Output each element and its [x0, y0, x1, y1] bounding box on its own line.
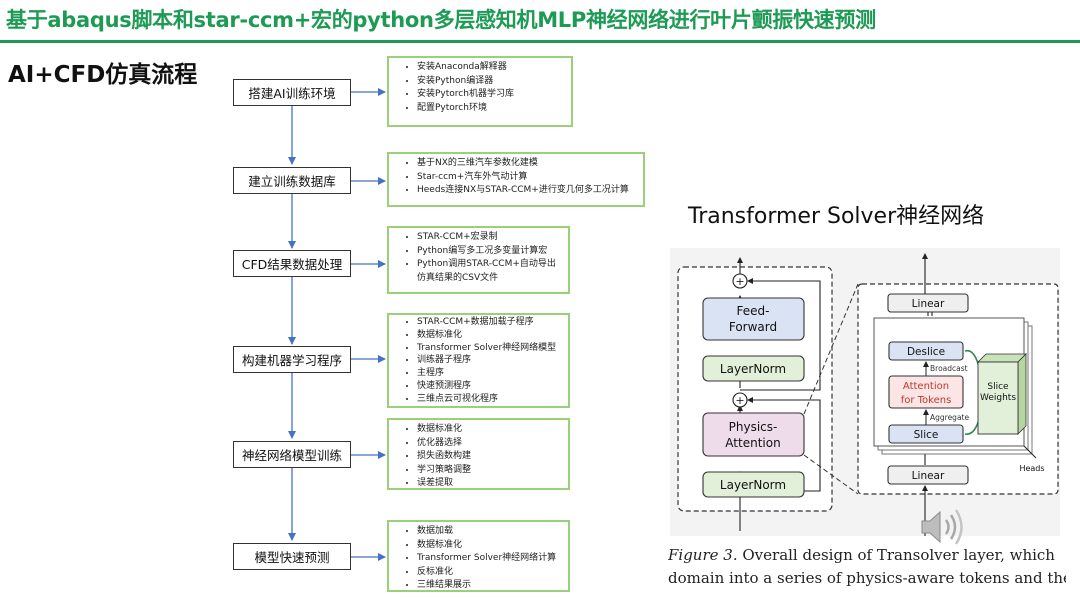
- linear-top-block: [887, 293, 969, 313]
- svg-text:+: +: [735, 394, 744, 407]
- list-item: 配置Pytorch环境: [417, 102, 567, 116]
- deslice-label: Deslice: [907, 346, 945, 358]
- flowchart-connectors: [288, 88, 386, 561]
- list-item: STAR-CCM+数据加载子程序: [417, 316, 564, 329]
- list-item: 数据标准化: [417, 329, 564, 342]
- feed-forward-label: Feed-: [737, 304, 770, 318]
- figure-caption-line1: Figure 3. Overall design of Transolver l…: [668, 544, 1066, 567]
- transformer-title: Transformer Solver神经网络: [688, 204, 985, 229]
- physics-attention-block: [702, 412, 805, 457]
- list-item: 基于NX的三维汽车参数化建模: [417, 157, 639, 171]
- figure-caption-label: Figure 3.: [668, 546, 738, 564]
- list-item: STAR-CCM+宏录制: [417, 231, 564, 245]
- list-item: 数据标准化: [417, 539, 564, 553]
- list-item: 学习策略调整: [417, 464, 564, 478]
- list-item: 误差提取: [417, 477, 564, 491]
- list-item: 快速预测程序: [417, 380, 564, 393]
- figure-caption-text: Overall design of Transolver layer, whic…: [737, 546, 1055, 564]
- list-item: 优化器选择: [417, 437, 564, 451]
- layernorm-top-block: [702, 355, 805, 382]
- figure-caption: Figure 3. Overall design of Transolver l…: [668, 544, 1066, 590]
- detail-box-training-database: 基于NX的三维汽车参数化建模 Star-ccm+汽车外气动计算 Heeds连接N…: [387, 152, 645, 207]
- list-item: 三维结果展示: [417, 579, 564, 593]
- speaker-icon[interactable]: [918, 506, 966, 548]
- page-title: 基于abaqus脚本和star-ccm+宏的python多层感知机MLP神经网络…: [6, 8, 876, 32]
- list-item: 安装Anaconda解释器: [417, 61, 567, 75]
- flow-step-build-ml-program: 构建机器学习程序: [233, 346, 351, 373]
- list-item: 损失函数构建: [417, 450, 564, 464]
- detail-box-model-training: 数据标准化 优化器选择 损失函数构建 学习策略调整 误差提取: [387, 418, 570, 490]
- transolver-diagram: + + Feed- Forward LayerNorm Physics- Att…: [670, 248, 1060, 536]
- physics-attention-label: Attention: [725, 436, 780, 450]
- layernorm-bottom-label: LayerNorm: [720, 478, 786, 492]
- list-item: 安装Python编译器: [417, 75, 567, 89]
- slice-weights-block: [977, 361, 1019, 435]
- list-item: 反标准化: [417, 566, 564, 580]
- title-rule: [0, 40, 1080, 43]
- detail-box-build-ml-program: STAR-CCM+数据加载子程序 数据标准化 Transformer Solve…: [387, 313, 570, 408]
- list-item: 主程序: [417, 367, 564, 380]
- slice-label: Slice: [914, 429, 939, 441]
- list-item: 数据加载: [417, 525, 564, 539]
- detail-box-cfd-processing: STAR-CCM+宏录制 Python编写多工况多变量计算宏 Python调用S…: [387, 226, 570, 294]
- linear-top-label: Linear: [912, 298, 945, 310]
- layernorm-bottom-block: [702, 471, 805, 498]
- linear-bottom-block: [887, 465, 969, 485]
- list-item: Transformer Solver神经网络计算: [417, 552, 564, 566]
- list-item: 仿真结果的CSV文件: [417, 272, 499, 283]
- list-item: 安装Pytorch机器学习库: [417, 88, 567, 102]
- list-item: 训练器子程序: [417, 354, 564, 367]
- detail-box-fast-prediction: 数据加载 数据标准化 Transformer Solver神经网络计算 反标准化…: [387, 520, 570, 592]
- broadcast-label: Broadcast: [930, 364, 968, 373]
- svg-text:+: +: [735, 275, 744, 288]
- feed-forward-block: [702, 297, 805, 341]
- list-item: Python调用STAR-CCM+自动导出: [417, 258, 564, 272]
- aggregate-label: Aggregate: [930, 413, 969, 422]
- list-item: 三维点云可视化程序: [417, 393, 564, 406]
- figure-caption-line2: domain into a series of physics-aware to…: [668, 569, 1066, 587]
- flow-step-fast-prediction: 模型快速预测: [233, 543, 351, 570]
- list-item: Python编写多工况多变量计算宏: [417, 245, 564, 259]
- attention-tokens-label: for Tokens: [901, 395, 952, 406]
- list-item: 数据标准化: [417, 423, 564, 437]
- flow-step-model-training: 神经网络模型训练: [233, 441, 351, 468]
- physics-attention-label: Physics-: [729, 420, 778, 434]
- linear-bottom-label: Linear: [912, 470, 945, 482]
- slice-weights-label: Weights: [980, 393, 1016, 403]
- flow-step-setup-env: 搭建AI训练环境: [233, 79, 351, 106]
- attention-tokens-label: Attention: [903, 381, 949, 392]
- deslice-block: [888, 341, 964, 361]
- slice-weights-label: Slice: [987, 382, 1009, 392]
- list-item: Star-ccm+汽车外气动计算: [417, 171, 639, 185]
- list-item: Transformer Solver神经网络模型: [417, 342, 564, 355]
- section-subtitle: AI+CFD仿真流程: [8, 62, 198, 88]
- layernorm-top-label: LayerNorm: [720, 362, 786, 376]
- detail-box-setup-env: 安装Anaconda解释器 安装Python编译器 安装Pytorch机器学习库…: [387, 56, 573, 127]
- flow-step-cfd-processing: CFD结果数据处理: [233, 250, 351, 277]
- feed-forward-label: Forward: [729, 320, 777, 334]
- heads-label: Heads: [1019, 464, 1044, 473]
- flow-step-training-database: 建立训练数据库: [233, 167, 351, 194]
- list-item: Heeds连接NX与STAR-CCM+进行变几何多工况计算: [417, 184, 639, 198]
